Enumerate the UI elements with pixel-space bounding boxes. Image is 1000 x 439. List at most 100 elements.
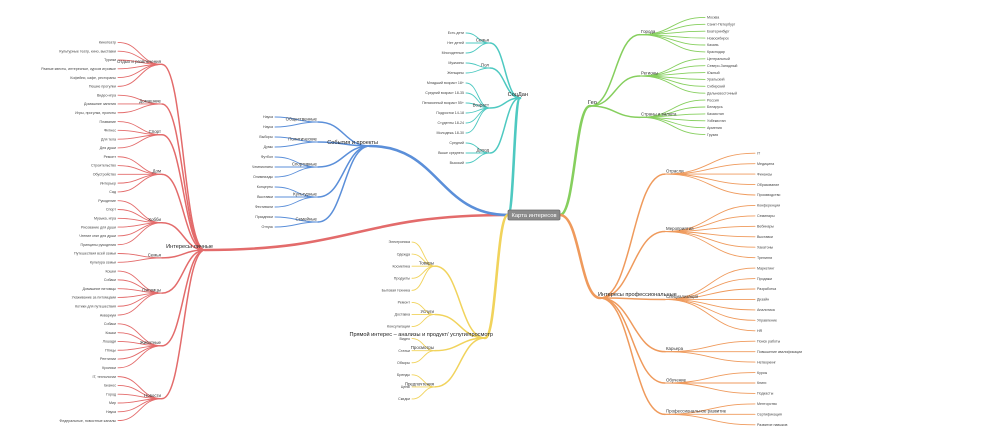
leaf-label-teal-2-1[interactable]: Средний возраст 18-35: [425, 91, 464, 95]
group-label-blue-1[interactable]: Политические: [288, 136, 317, 141]
leaf-label-teal-3-2[interactable]: Высокий: [450, 161, 464, 165]
leaf-label-red-0-1[interactable]: Культурные театр, кино, выставки: [59, 49, 116, 53]
group-label-red-5[interactable]: Семья: [148, 252, 162, 257]
leaf-label-red-0-2[interactable]: Туризм: [104, 58, 116, 62]
leaf-label-red-4-4[interactable]: Чтение книг для души: [79, 234, 116, 238]
leaf-label-red-7-4[interactable]: Рептилии: [100, 357, 116, 361]
leaf-label-red-6-5[interactable]: Аквариум: [100, 313, 117, 317]
leaf-label-yellow-0-2[interactable]: Косметика: [392, 264, 410, 268]
leaf-label-green-2-1[interactable]: Беларусь: [707, 105, 723, 109]
leaf-label-orange-5-0[interactable]: Менторство: [757, 402, 777, 406]
group-label-orange-5[interactable]: Профессиональное развитие: [666, 409, 727, 414]
leaf-label-blue-0-0[interactable]: Наука: [263, 115, 273, 119]
leaf-label-orange-1-0[interactable]: Конференции: [757, 204, 780, 208]
leaf-label-blue-4-1[interactable]: Отпуск: [261, 225, 273, 229]
group-label-red-8[interactable]: Новости: [144, 393, 162, 398]
leaf-label-blue-3-2[interactable]: Фестивали: [255, 205, 273, 209]
leaf-label-red-3-1[interactable]: Строительство: [91, 164, 116, 168]
group-label-teal-1[interactable]: Пол: [481, 62, 490, 67]
leaf-label-red-8-0[interactable]: IT, технологии: [93, 375, 116, 379]
leaf-label-red-1-2[interactable]: Игры, прогулки, проекты: [75, 111, 116, 115]
branch-label-teal[interactable]: СоцДан: [508, 92, 528, 98]
leaf-label-blue-3-0[interactable]: Концерты: [257, 185, 274, 189]
leaf-label-teal-0-2[interactable]: Многодетные: [442, 51, 464, 55]
leaf-label-yellow-0-3[interactable]: Продукты: [394, 276, 411, 280]
group-label-red-6[interactable]: Питомцы: [142, 287, 161, 292]
leaf-label-green-0-4[interactable]: Казань: [707, 43, 719, 47]
group-label-teal-0[interactable]: Семья: [476, 37, 490, 42]
leaf-label-blue-2-1[interactable]: Чемпионаты: [252, 165, 273, 169]
leaf-label-yellow-3-2[interactable]: Скидки: [398, 397, 410, 401]
leaf-label-orange-2-5[interactable]: Управление: [757, 319, 777, 323]
group-label-green-1[interactable]: Регионы: [641, 70, 658, 75]
leaf-label-red-0-5[interactable]: Пешие прогулки: [89, 85, 116, 89]
leaf-label-blue-3-1[interactable]: Выставки: [257, 195, 273, 199]
leaf-label-green-0-0[interactable]: Москва: [707, 16, 719, 20]
branch-label-blue[interactable]: События и проекты: [327, 140, 378, 146]
leaf-label-yellow-2-0[interactable]: Видео: [400, 337, 411, 341]
leaf-label-green-2-4[interactable]: Армения: [707, 126, 722, 130]
leaf-label-orange-3-2[interactable]: Нетворкинг: [757, 360, 777, 364]
leaf-label-red-6-4[interactable]: Котики для путешествия: [75, 304, 116, 308]
leaf-label-green-2-3[interactable]: Узбекистан: [707, 119, 726, 123]
leaf-label-red-2-1[interactable]: Фитнес: [104, 129, 116, 133]
group-label-blue-3[interactable]: Культурные: [293, 191, 317, 196]
leaf-label-orange-0-0[interactable]: IT: [757, 151, 761, 155]
leaf-label-yellow-2-1[interactable]: Статьи: [398, 349, 410, 353]
leaf-label-red-6-2[interactable]: Домашние питомцы: [83, 287, 117, 291]
leaf-label-orange-1-1[interactable]: Семинары: [757, 214, 775, 218]
leaf-label-teal-3-0[interactable]: Средний: [449, 141, 464, 145]
leaf-label-red-8-4[interactable]: Наука: [106, 410, 116, 414]
leaf-label-red-6-3[interactable]: Ухаживание за питомцами: [72, 296, 116, 300]
leaf-label-orange-2-4[interactable]: Аналитика: [757, 308, 775, 312]
leaf-label-green-0-5[interactable]: Краснодар: [707, 50, 725, 54]
leaf-label-orange-5-1[interactable]: Сертификация: [757, 413, 782, 417]
leaf-label-red-8-5[interactable]: Федеральные, новостные каналы: [60, 419, 117, 423]
leaf-label-green-1-5[interactable]: Дальневосточный: [707, 91, 737, 95]
leaf-label-green-1-1[interactable]: Северо-Западный: [707, 64, 737, 68]
leaf-label-yellow-1-0[interactable]: Ремонт: [398, 301, 411, 305]
leaf-label-red-2-3[interactable]: Для души: [100, 146, 116, 150]
leaf-label-orange-0-1[interactable]: Медицина: [757, 162, 774, 166]
group-label-blue-2[interactable]: Спортивные: [292, 161, 318, 166]
group-label-red-4[interactable]: Хобби: [148, 217, 161, 222]
group-label-green-0[interactable]: Города: [641, 29, 656, 34]
leaf-label-teal-2-4[interactable]: Студенты 18-24: [438, 121, 464, 125]
leaf-label-red-4-0[interactable]: Рукоделие: [98, 199, 116, 203]
group-label-red-7[interactable]: Животные: [140, 340, 162, 345]
leaf-label-red-4-1[interactable]: Спорт: [106, 208, 116, 212]
leaf-label-green-1-4[interactable]: Сибирский: [707, 85, 725, 89]
group-label-orange-1[interactable]: Мероприятия: [666, 226, 694, 231]
leaf-label-red-4-5[interactable]: Принципы рукоделия: [81, 243, 117, 247]
leaf-label-orange-2-1[interactable]: Продажи: [757, 277, 772, 281]
leaf-label-red-7-5[interactable]: Кролики: [102, 366, 116, 370]
leaf-label-blue-4-0[interactable]: Праздники: [255, 215, 273, 219]
group-label-blue-4[interactable]: Семейные: [295, 216, 317, 221]
leaf-label-green-0-1[interactable]: Санкт-Петербург: [707, 23, 736, 27]
leaf-label-yellow-3-0[interactable]: Бренды: [397, 373, 410, 377]
leaf-label-orange-0-2[interactable]: Финансы: [757, 172, 773, 176]
group-label-teal-2[interactable]: Возраст: [473, 102, 489, 107]
leaf-label-red-5-1[interactable]: Культура семьи: [90, 260, 116, 264]
leaf-label-teal-1-0[interactable]: Мужчины: [448, 61, 464, 65]
group-label-orange-3[interactable]: Карьера: [666, 346, 684, 351]
leaf-label-red-4-3[interactable]: Рисование для души: [81, 225, 116, 229]
leaf-label-blue-2-2[interactable]: Олимпиады: [253, 175, 273, 179]
leaf-label-green-0-2[interactable]: Екатеринбург: [707, 29, 730, 33]
leaf-label-blue-0-1[interactable]: Наука: [263, 125, 273, 129]
leaf-label-red-3-0[interactable]: Ремонт: [104, 155, 117, 159]
leaf-label-red-3-4[interactable]: Сад: [109, 190, 117, 194]
group-label-yellow-2[interactable]: Просмотры: [411, 345, 434, 350]
leaf-label-red-5-0[interactable]: Путешествия всей семьи: [74, 252, 116, 256]
group-label-red-3[interactable]: Дом: [153, 169, 161, 174]
group-label-green-2[interactable]: Страны и валюта: [641, 112, 677, 117]
leaf-label-yellow-2-2[interactable]: Обзоры: [397, 361, 410, 365]
leaf-label-red-2-2[interactable]: Для тела: [101, 137, 116, 141]
leaf-label-green-1-3[interactable]: Уральский: [707, 78, 724, 82]
leaf-label-red-3-2[interactable]: Обустройство: [93, 173, 116, 177]
center-node[interactable]: Карта интересов: [507, 209, 561, 221]
leaf-label-yellow-0-4[interactable]: Бытовая техника: [382, 289, 410, 293]
leaf-label-red-7-3[interactable]: Птицы: [105, 348, 116, 352]
leaf-label-orange-4-2[interactable]: Подкасты: [757, 392, 774, 396]
leaf-label-orange-3-0[interactable]: Поиск работы: [757, 339, 781, 343]
